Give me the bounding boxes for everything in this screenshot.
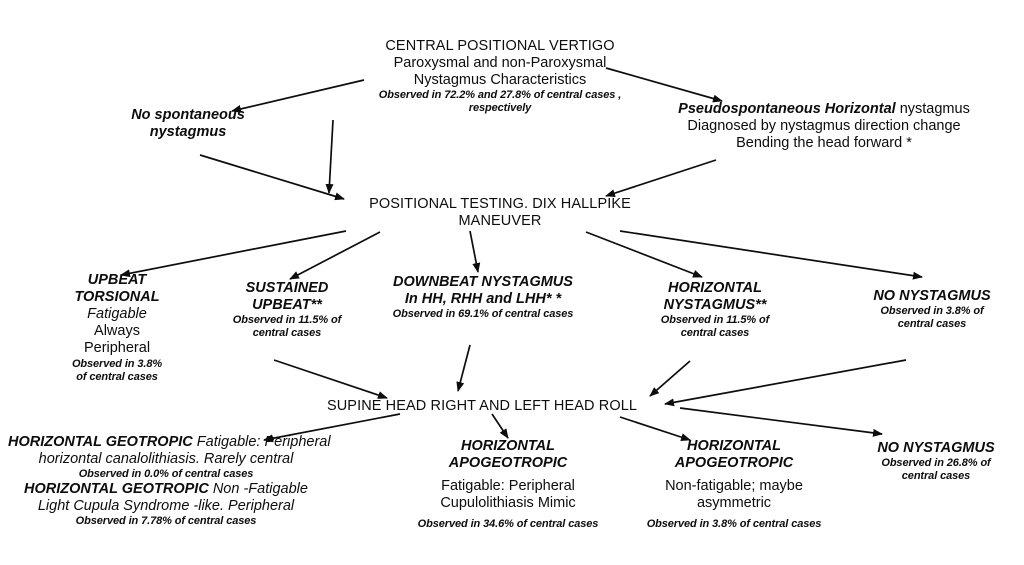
head-roll-line-1: SUPINE HEAD RIGHT AND LEFT HEAD ROLL bbox=[326, 398, 638, 414]
geotropic-line-1: HORIZONTAL GEOTROPIC Fatigable: Peripher… bbox=[8, 434, 331, 451]
root-observed-cont: respectively bbox=[468, 102, 532, 115]
edge-head-roll-to-apogeotropic-right bbox=[619, 416, 691, 441]
geotropic-rest-2: Non -Fatigable bbox=[208, 481, 308, 498]
no-spontaneous-line-1: No spontaneous bbox=[131, 107, 245, 123]
edge-pseudospontaneous-to-positional bbox=[605, 159, 717, 198]
node-sustained-upbeat: SUSTAINED UPBEAT** Observed in 11.5% of … bbox=[202, 280, 372, 340]
node-no-spontaneous-nystagmus: No spontaneous nystagmus bbox=[108, 107, 268, 141]
node-upbeat-torsional: UPBEAT TORSIONAL Fatigable Always Periph… bbox=[22, 272, 212, 383]
no-nystagmus-mid-observed: Observed in 3.8% of bbox=[880, 305, 984, 318]
node-pseudospontaneous-horizontal: Pseudospontaneous Horizontal nystagmus D… bbox=[640, 101, 1008, 152]
pseudospontaneous-rest: nystagmus bbox=[895, 101, 970, 117]
geotropic-observed-2: Observed in 7.78% of central cases bbox=[75, 515, 257, 528]
no-nystagmus-bottom-observed: Observed in 26.8% of bbox=[881, 457, 991, 470]
edge-no-spontaneous-to-positional bbox=[199, 154, 345, 201]
geotropic-line-5: Light Cupula Syndrome -like. Peripheral bbox=[37, 498, 295, 515]
edge-positional-to-horizontal-nystagmus bbox=[585, 231, 703, 278]
node-central-positional-vertigo: CENTRAL POSITIONAL VERTIGO Paroxysmal an… bbox=[330, 38, 670, 115]
no-nystagmus-bottom-observed-cont: central cases bbox=[901, 470, 971, 483]
edge-positional-to-sustained-upbeat bbox=[289, 231, 381, 280]
downbeat-line-2: In HH, RHH and LHH* * bbox=[404, 291, 562, 308]
edge-head-roll-to-no-nystagmus-bottom bbox=[679, 407, 883, 437]
node-horizontal-apogeotropic-fatigable: HORIZONTAL APOGEOTROPIC Fatigable: Perip… bbox=[398, 438, 618, 531]
upbeat-torsional-observed: Observed in 3.8% bbox=[71, 357, 163, 370]
root-observed: Observed in 72.2% and 27.8% of central c… bbox=[378, 89, 622, 102]
downbeat-observed: Observed in 69.1% of central cases bbox=[392, 308, 574, 321]
node-horizontal-nystagmus: HORIZONTAL NYSTAGMUS** Observed in 11.5%… bbox=[622, 280, 808, 340]
upbeat-torsional-line-5: Peripheral bbox=[83, 340, 151, 357]
positional-testing-line-1: POSITIONAL TESTING. DIX HALLPIKE bbox=[369, 196, 631, 212]
no-nystagmus-mid-observed-cont: central cases bbox=[897, 318, 967, 331]
edge-positional-to-downbeat bbox=[469, 230, 481, 273]
edge-positional-to-upbeat-torsional bbox=[120, 230, 347, 278]
sustained-upbeat-observed-cont: central cases bbox=[252, 327, 322, 340]
apogeotropic-left-observed: Observed in 34.6% of central cases bbox=[417, 518, 599, 531]
geotropic-emph-1: HORIZONTAL GEOTROPIC bbox=[8, 434, 193, 450]
apogeotropic-left-line-4: Cupulolithiasis Mimic bbox=[440, 495, 576, 512]
node-no-nystagmus-head-roll: NO NYSTAGMUS Observed in 26.8% of centra… bbox=[846, 440, 1024, 483]
edge-horizontal-nystagmus-to-head-roll bbox=[649, 360, 691, 397]
edge-head-roll-to-apogeotropic-left bbox=[491, 413, 509, 439]
geotropic-emph-2: HORIZONTAL GEOTROPIC bbox=[24, 481, 209, 498]
root-line-2: Paroxysmal and non-Paroxysmal bbox=[393, 55, 607, 72]
downbeat-line-1: DOWNBEAT NYSTAGMUS bbox=[393, 274, 573, 290]
upbeat-torsional-line-3: Fatigable bbox=[87, 306, 147, 323]
horizontal-nystagmus-line-2: NYSTAGMUS** bbox=[663, 297, 767, 314]
sustained-upbeat-line-2: UPBEAT** bbox=[252, 297, 322, 314]
pseudospontaneous-line-2: Diagnosed by nystagmus direction change bbox=[687, 118, 961, 135]
no-spontaneous-line-2: nystagmus bbox=[149, 124, 227, 141]
upbeat-torsional-line-2: TORSIONAL bbox=[74, 289, 160, 306]
pseudospontaneous-line-1: Pseudospontaneous Horizontal nystagmus bbox=[640, 101, 1008, 118]
apogeotropic-left-line-1: HORIZONTAL bbox=[461, 438, 555, 454]
upbeat-torsional-line-4: Always bbox=[94, 323, 140, 340]
node-no-nystagmus-dix-hallpike: NO NYSTAGMUS Observed in 3.8% of central… bbox=[842, 288, 1022, 331]
node-supine-head-roll: SUPINE HEAD RIGHT AND LEFT HEAD ROLL bbox=[296, 398, 668, 415]
horizontal-nystagmus-line-1: HORIZONTAL bbox=[668, 280, 762, 296]
upbeat-torsional-observed-cont: of central cases bbox=[76, 370, 158, 383]
pseudospontaneous-line-3: Bending the head forward * bbox=[736, 135, 912, 152]
apogeotropic-right-line-1: HORIZONTAL bbox=[687, 438, 781, 454]
geotropic-line-4: HORIZONTAL GEOTROPIC Non -Fatigable bbox=[8, 481, 324, 498]
pseudospontaneous-emph: Pseudospontaneous Horizontal bbox=[678, 101, 896, 117]
no-nystagmus-mid-line-1: NO NYSTAGMUS bbox=[873, 288, 991, 304]
apogeotropic-left-line-3: Fatigable: Peripheral bbox=[441, 478, 575, 495]
upbeat-torsional-line-1: UPBEAT bbox=[87, 272, 147, 288]
no-nystagmus-bottom-line-1: NO NYSTAGMUS bbox=[877, 440, 995, 456]
edge-positional-to-no-nystagmus bbox=[619, 230, 923, 280]
geotropic-line-2: horizontal canalolithiasis. Rarely centr… bbox=[38, 451, 294, 468]
apogeotropic-right-line-2: APOGEOTROPIC bbox=[674, 455, 794, 472]
apogeotropic-left-line-2: APOGEOTROPIC bbox=[448, 455, 568, 472]
apogeotropic-right-line-4: asymmetric bbox=[696, 495, 772, 512]
edge-downbeat-to-head-roll bbox=[456, 344, 471, 392]
edge-root-to-positional bbox=[325, 119, 334, 194]
root-line-3: Nystagmus Characteristics bbox=[413, 72, 587, 89]
geotropic-observed-1: Observed in 0.0% of central cases bbox=[78, 468, 254, 481]
sustained-upbeat-observed: Observed in 11.5% of bbox=[232, 314, 342, 327]
horizontal-nystagmus-observed: Observed in 11.5% of bbox=[660, 314, 770, 327]
edge-no-nystagmus-to-head-roll bbox=[664, 359, 907, 407]
geotropic-rest-1: Fatigable: Peripheral bbox=[192, 434, 331, 450]
apogeotropic-right-line-3: Non-fatigable; maybe bbox=[665, 478, 803, 495]
root-line-1: CENTRAL POSITIONAL VERTIGO bbox=[385, 38, 615, 54]
node-downbeat-nystagmus: DOWNBEAT NYSTAGMUS In HH, RHH and LHH* *… bbox=[358, 274, 608, 321]
horizontal-nystagmus-observed-cont: central cases bbox=[680, 327, 750, 340]
positional-testing-line-2: MANEUVER bbox=[458, 213, 542, 230]
edge-sustained-upbeat-to-head-roll bbox=[273, 359, 388, 399]
apogeotropic-right-observed: Observed in 3.8% of central cases bbox=[646, 518, 822, 531]
node-horizontal-geotropic: HORIZONTAL GEOTROPIC Fatigable: Peripher… bbox=[8, 434, 331, 528]
node-horizontal-apogeotropic-non-fatigable: HORIZONTAL APOGEOTROPIC Non-fatigable; m… bbox=[628, 438, 840, 531]
sustained-upbeat-line-1: SUSTAINED bbox=[245, 280, 329, 296]
node-positional-testing: POSITIONAL TESTING. DIX HALLPIKE MANEUVE… bbox=[330, 196, 670, 230]
